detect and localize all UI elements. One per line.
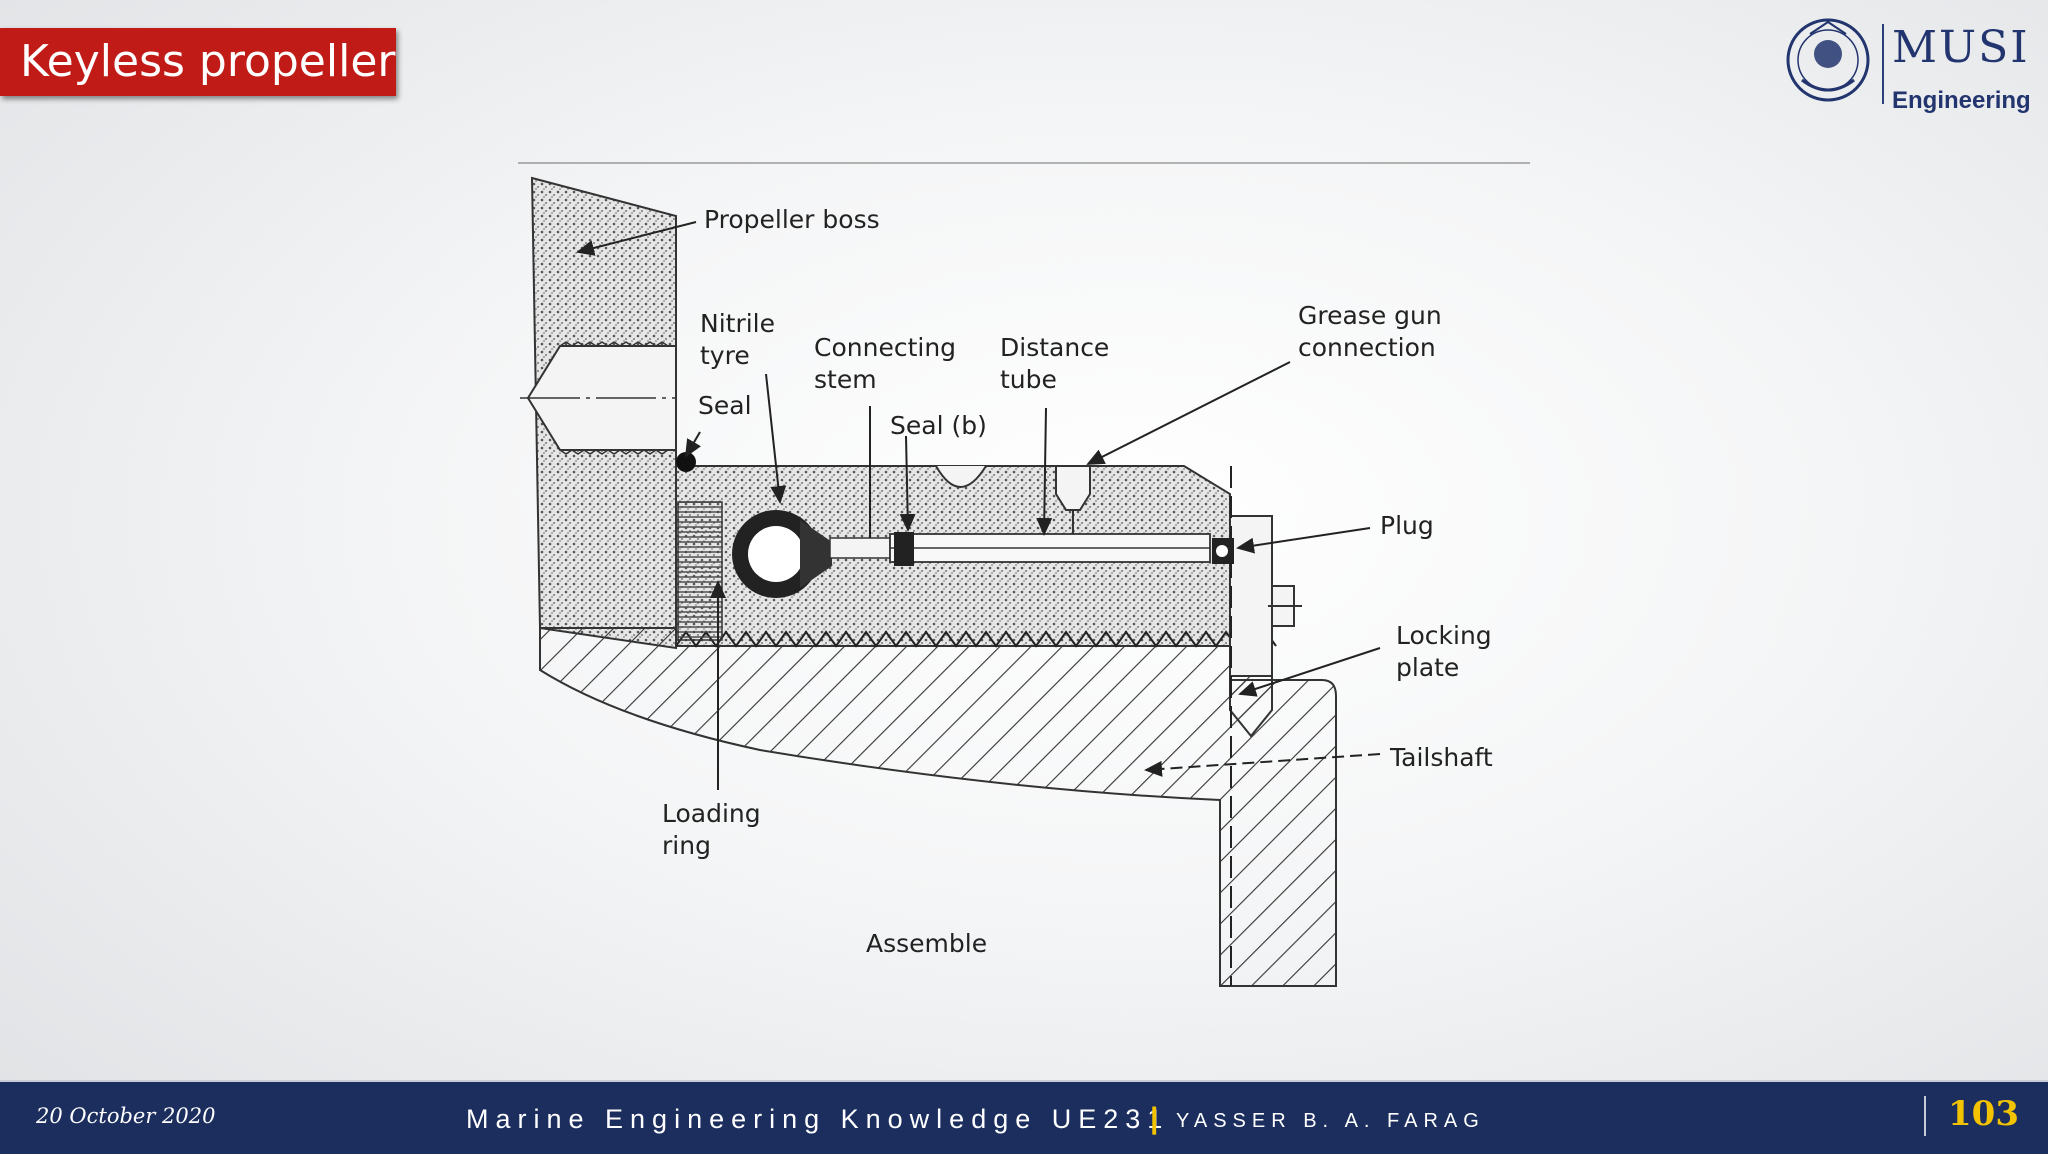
label-loading-ring-line1: Loading xyxy=(662,799,761,828)
label-connecting-stem-line2: stem xyxy=(814,365,877,394)
label-distance-tube-line1: Distance xyxy=(1000,333,1109,362)
label-seal: Seal xyxy=(698,391,752,420)
label-grease-gun-line1: Grease gun xyxy=(1298,301,1442,330)
logo-subtitle: Engineering xyxy=(1892,87,2031,114)
label-loading-ring-line2: ring xyxy=(662,831,711,860)
footer-divider xyxy=(1924,1096,1926,1136)
logo-name: MUSI xyxy=(1892,22,2030,73)
keyless-propeller-diagram: Propeller boss Nitrile tyre Seal Connect… xyxy=(518,162,1530,987)
label-connecting-stem-line1: Connecting xyxy=(814,333,956,362)
diagram-caption: Assemble xyxy=(866,929,987,958)
label-locking-plate-line1: Locking xyxy=(1396,621,1492,650)
label-seal-b: Seal (b) xyxy=(890,411,987,440)
tailshaft-shape xyxy=(539,627,1337,987)
slide-footer: 20 October 2020 Marine Engineering Knowl… xyxy=(0,1080,2048,1154)
logo-divider xyxy=(1882,24,1884,104)
loading-ring-shape xyxy=(677,501,723,641)
label-locking-plate-line2: plate xyxy=(1396,653,1459,682)
label-grease-gun-line2: connection xyxy=(1298,333,1436,362)
musi-logo: MUSI Engineering xyxy=(1782,10,2031,114)
page-number: 103 xyxy=(1948,1094,2019,1134)
slide-title: Keyless propeller xyxy=(0,28,396,96)
label-distance-tube-line2: tube xyxy=(1000,365,1057,394)
connecting-stem-shape xyxy=(829,537,891,559)
nut-groove xyxy=(935,465,987,488)
footer-date: 20 October 2020 xyxy=(36,1104,216,1128)
locking-plate-shape xyxy=(1229,515,1273,677)
grease-nipple xyxy=(1055,465,1091,511)
label-nitrile-tyre-line1: Nitrile xyxy=(700,309,775,338)
label-nitrile-tyre-line2: tyre xyxy=(700,341,750,370)
footer-author: YASSER B. A. FARAG xyxy=(1176,1110,1485,1132)
label-propeller-boss: Propeller boss xyxy=(704,205,880,234)
footer-course: Marine Engineering Knowledge UE231 xyxy=(466,1104,1170,1134)
university-emblem-icon xyxy=(1786,18,1870,102)
seal-b-shape xyxy=(894,532,914,566)
label-tailshaft: Tailshaft xyxy=(1389,743,1493,772)
footer-separator: | xyxy=(1150,1102,1159,1135)
nut-thread xyxy=(675,630,1277,648)
label-plug: Plug xyxy=(1380,511,1434,540)
